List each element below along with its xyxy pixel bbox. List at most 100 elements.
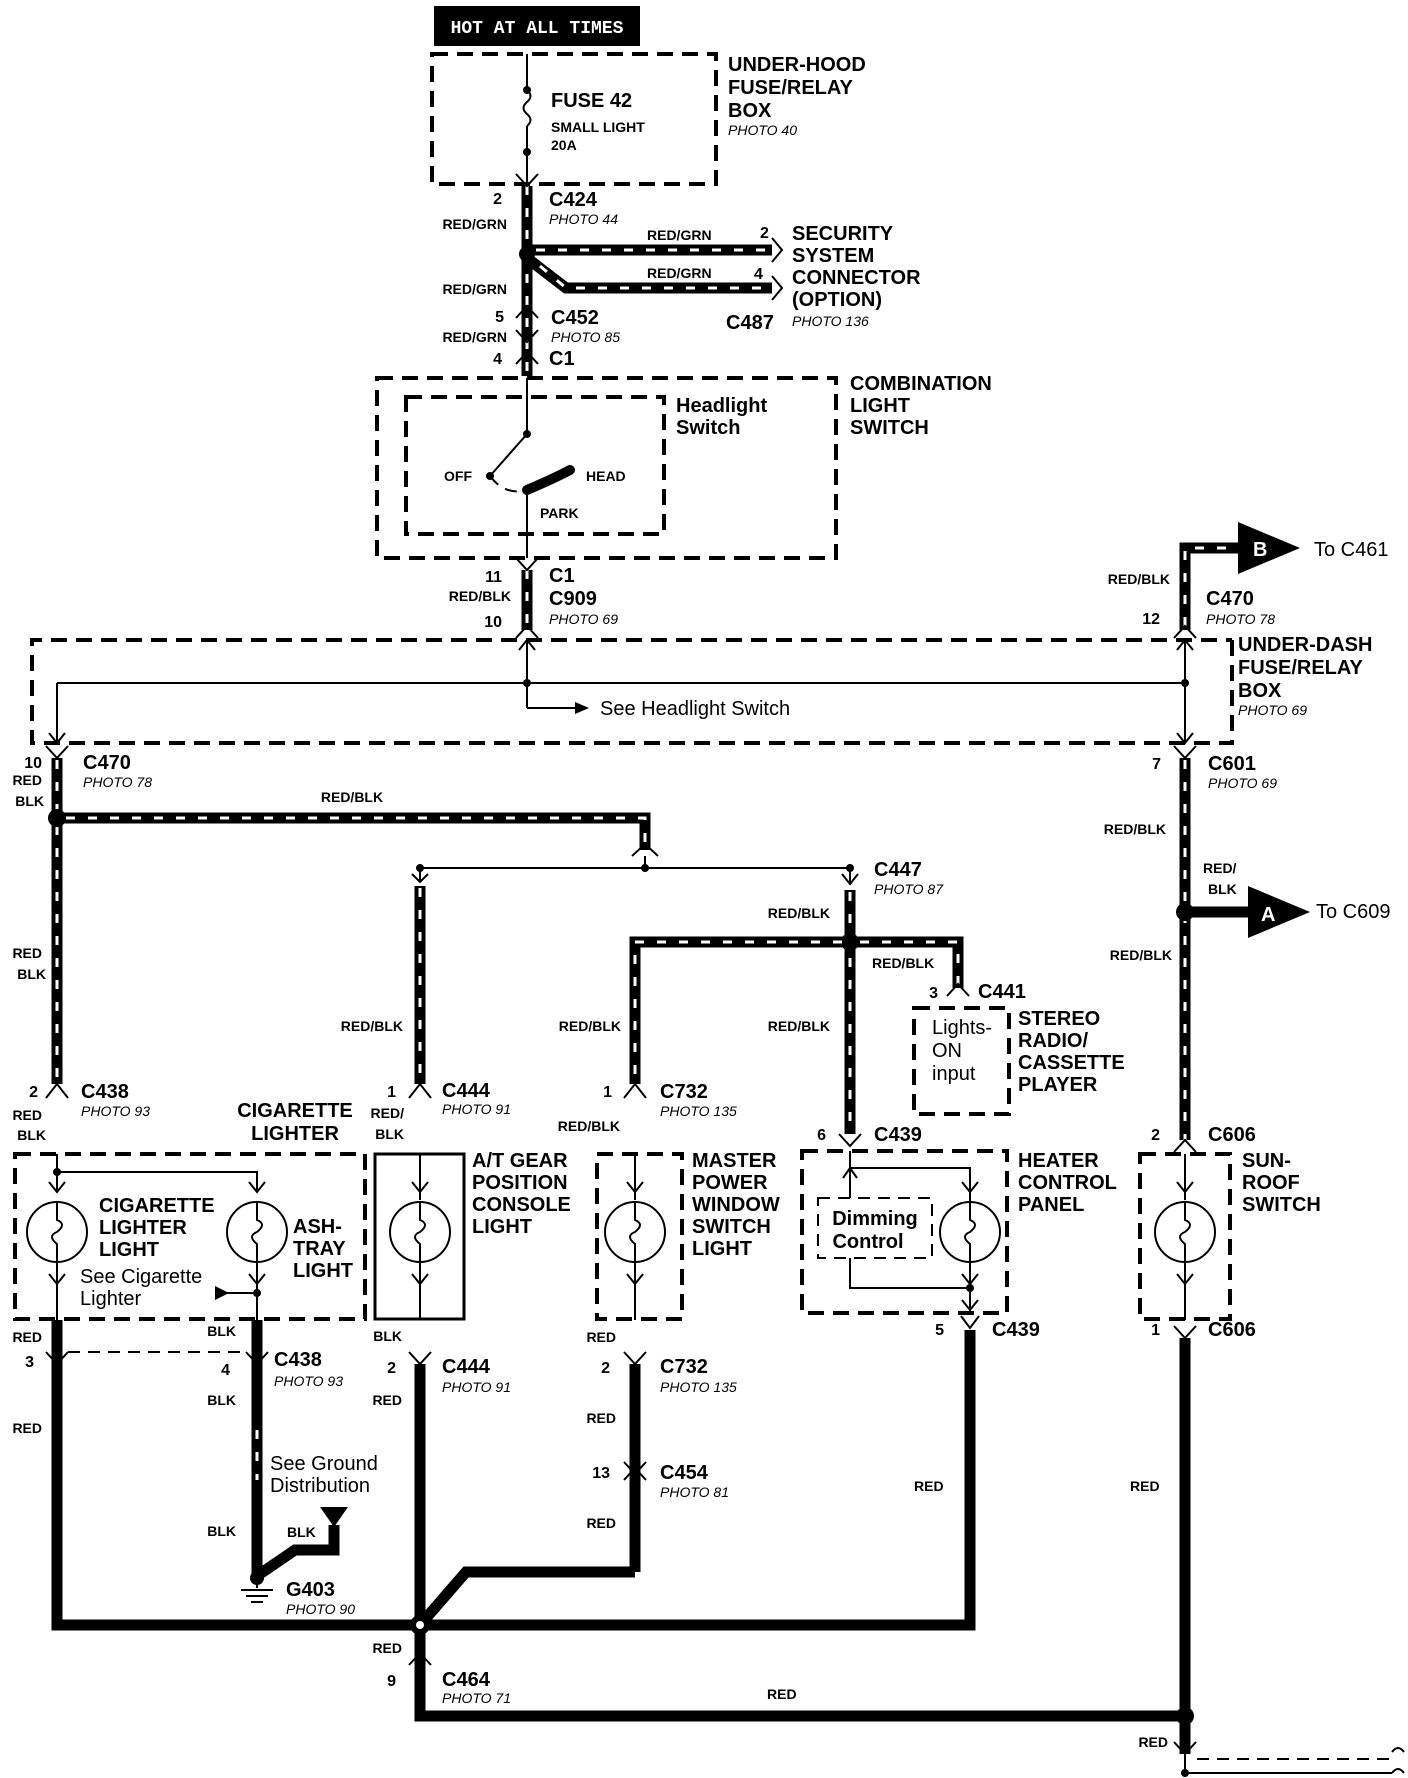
security-title-1: SECURITY	[792, 223, 894, 245]
dimming-control-label-1: Dimming	[832, 1208, 918, 1230]
fuse-42-symbol	[522, 89, 532, 127]
wire-color-red-blk-c909: RED/BLK	[449, 588, 511, 604]
master-power-title-3: WINDOW	[692, 1194, 780, 1216]
sunroof-title-3: SWITCH	[1242, 1194, 1321, 1216]
underdash-box-photo: PHOTO 69	[1238, 702, 1307, 718]
wire-color-red-grn-2: RED/GRN	[442, 281, 507, 297]
c487-label: C487	[726, 312, 774, 334]
c464-photo: PHOTO 71	[442, 1690, 511, 1706]
wire-color-red-blk-stereo: RED/BLK	[872, 955, 934, 971]
wire-color-blk-c444b: BLK	[373, 1328, 402, 1344]
wire-color-red-col3-2: RED	[586, 1515, 616, 1531]
security-wire-color-1: RED/GRN	[647, 227, 712, 243]
c438-top-label: C438	[81, 1081, 129, 1103]
c470-left-photo: PHOTO 78	[83, 774, 152, 790]
see-ground-distribution-2: Distribution	[270, 1475, 370, 1497]
c732-top-pin: 1	[603, 1084, 612, 1101]
headlight-switch-title-2: Switch	[676, 417, 740, 439]
wire-color-red-exit: RED	[1138, 1734, 1168, 1750]
c1-top-label: C1	[549, 348, 575, 370]
underdash-box-title-2: FUSE/RELAY	[1238, 657, 1364, 679]
c452-photo: PHOTO 85	[551, 329, 620, 345]
heater-title-2: CONTROL	[1018, 1172, 1117, 1194]
at-gear-title-2: POSITION	[472, 1172, 568, 1194]
wire-color-red-left-1: RED	[12, 945, 42, 961]
ashtray-label-3: LIGHT	[293, 1260, 353, 1282]
c444-top-pin: 1	[387, 1084, 396, 1101]
c601-label: C601	[1208, 753, 1256, 775]
wire-color-red-blk-c470r: RED/BLK	[1108, 571, 1170, 587]
wire-color-blk-ground-3: BLK	[287, 1524, 316, 1540]
at-gear-title-1: A/T GEAR	[472, 1150, 568, 1172]
combo-switch-title-1: COMBINATION	[850, 373, 992, 395]
wire-color-red-left-3: RED	[12, 1420, 42, 1436]
ground-distribution-arrow	[320, 1507, 348, 1527]
underhood-box-title-2: FUSE/RELAY	[728, 77, 854, 99]
cigarette-lighter-title-2: LIGHTER	[251, 1123, 339, 1145]
offpage-arrow-b	[1238, 522, 1300, 574]
headlight-switch-head: HEAD	[586, 468, 626, 484]
c470-right-label: C470	[1206, 588, 1254, 610]
underdash-box-title-3: BOX	[1238, 680, 1282, 702]
wire-color-red-col2: RED	[372, 1392, 402, 1408]
wire-color-red-heater: RED	[914, 1478, 944, 1494]
wire-red-bottom-run	[414, 1665, 1185, 1722]
headlight-switch-park-head-contact	[522, 465, 575, 495]
wire-color-blk-right: BLK	[1208, 881, 1237, 897]
master-power-window-light-outline	[595, 1152, 684, 1321]
c487-pin-2: 2	[760, 225, 769, 242]
heater-title-1: HEATER	[1018, 1150, 1099, 1172]
offpage-b-letter: B	[1253, 539, 1267, 561]
stereo-title-2: RADIO/	[1018, 1030, 1088, 1052]
wire-color-red-blk-col2: RED/BLK	[341, 1018, 403, 1034]
c470-left-pin: 10	[24, 755, 42, 772]
see-ground-distribution-1: See Ground	[270, 1453, 378, 1475]
wire-red-lighter-ground	[51, 1320, 420, 1631]
c424-pin: 2	[493, 191, 502, 208]
wire-color-red-blk-col4: RED/BLK	[768, 1018, 830, 1034]
offpage-arrow-a	[1248, 886, 1310, 938]
wire-color-blk-c444: BLK	[375, 1126, 404, 1142]
c464-pin: 9	[387, 1673, 396, 1690]
c452-pin: 5	[495, 309, 504, 326]
master-power-title-4: SWITCH	[692, 1216, 771, 1238]
security-title-2: SYSTEM	[792, 245, 874, 267]
cigarette-lamp-label-1: CIGARETTE	[99, 1195, 215, 1217]
wire-color-blk-c438b: BLK	[207, 1323, 236, 1339]
headlight-switch-outline	[404, 395, 666, 536]
headlight-switch-title-1: Headlight	[676, 395, 767, 417]
c732-top-photo: PHOTO 135	[660, 1103, 737, 1119]
sunroof-title-1: SUN-	[1242, 1150, 1291, 1172]
stereo-input-2: ON	[932, 1040, 962, 1062]
c447-photo: PHOTO 87	[874, 881, 944, 897]
headlight-switch-park: PARK	[540, 505, 579, 521]
c444-bottom-label: C444	[442, 1356, 491, 1378]
master-power-title-5: LIGHT	[692, 1238, 752, 1260]
ashtray-label-1: ASH-	[293, 1216, 342, 1238]
wire-color-blk-left-1: BLK	[17, 966, 46, 982]
underdash-box-title-1: UNDER-DASH	[1238, 634, 1372, 656]
wire-color-red-c438b: RED	[12, 1329, 42, 1345]
heater-control-panel-outline	[800, 1149, 1009, 1315]
stereo-input-1: Lights-	[932, 1017, 992, 1039]
wire-color-red-c464: RED	[372, 1640, 402, 1656]
offpage-a-letter: A	[1261, 904, 1275, 926]
c439-bottom-pin: 5	[935, 1322, 944, 1339]
c732-top-label: C732	[660, 1081, 708, 1103]
c732-bottom-label: C732	[660, 1356, 708, 1378]
c438-bottom-pin-3: 3	[25, 1354, 34, 1371]
combination-light-switch-outline	[375, 376, 838, 560]
wire-color-red-bottom: RED	[767, 1686, 797, 1702]
c439-top-pin: 6	[817, 1127, 826, 1144]
cigarette-lamp-label-3: LIGHT	[99, 1239, 159, 1261]
sunroof-title-2: ROOF	[1242, 1172, 1300, 1194]
wire-color-red-grn-3: RED/GRN	[442, 329, 507, 345]
security-title-3: CONNECTOR	[792, 267, 921, 289]
stereo-input-3: input	[932, 1063, 976, 1085]
cigarette-lamp-label-2: LIGHTER	[99, 1217, 187, 1239]
c438-bottom-pin-4: 4	[221, 1362, 230, 1379]
c444-top-label: C444	[442, 1080, 491, 1102]
fuse-42-desc: SMALL LIGHT	[551, 119, 645, 135]
wire-color-red-left-2: RED	[12, 1107, 42, 1123]
